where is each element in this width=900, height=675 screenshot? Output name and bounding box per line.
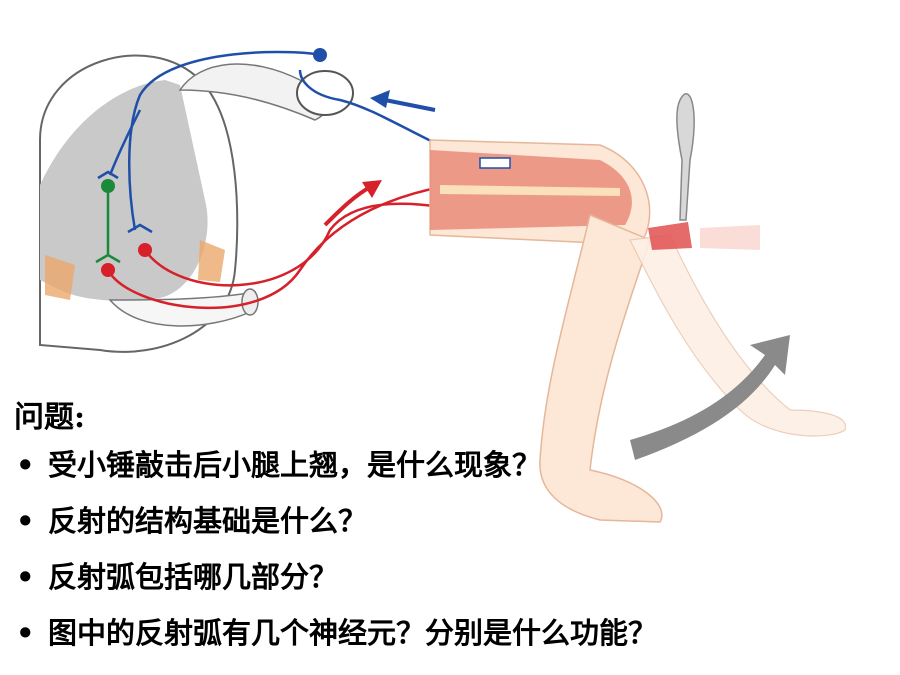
question-item-1: •受小锤敲击后小腿上翘，是什么现象？ [14, 442, 657, 498]
question-item-2: •反射的结构基础是什么？ [14, 498, 657, 554]
bullet-icon: • [16, 448, 35, 482]
interneuron-body [101, 179, 115, 193]
bullet-icon: • [16, 504, 35, 538]
questions-title: 问题: [14, 400, 86, 435]
hammer-icon [676, 93, 695, 221]
question-item-4: •图中的反射弧有几个神经元？分别是什么功能？ [14, 610, 657, 666]
bullet-icon: • [16, 560, 35, 594]
interneuron [95, 170, 121, 264]
question-item-3: •反射弧包括哪几部分？ [14, 554, 657, 610]
gray-matter [40, 80, 208, 301]
motor-neuron-body-1 [101, 263, 115, 277]
spinal-cord-section [39, 54, 354, 353]
signal-arrows [323, 90, 436, 227]
leg-illustration [429, 93, 847, 523]
bullet-icon: • [16, 616, 35, 650]
up-arrow-icon [630, 335, 790, 460]
lower-leg [539, 213, 663, 523]
sensory-neuron-body [313, 48, 327, 62]
motor-neuron-body-2 [138, 243, 152, 257]
questions-list: •受小锤敲击后小腿上翘，是什么现象？ •反射的结构基础是什么？ •反射弧包括哪几… [14, 442, 657, 666]
lower-leg-raised [629, 234, 847, 437]
